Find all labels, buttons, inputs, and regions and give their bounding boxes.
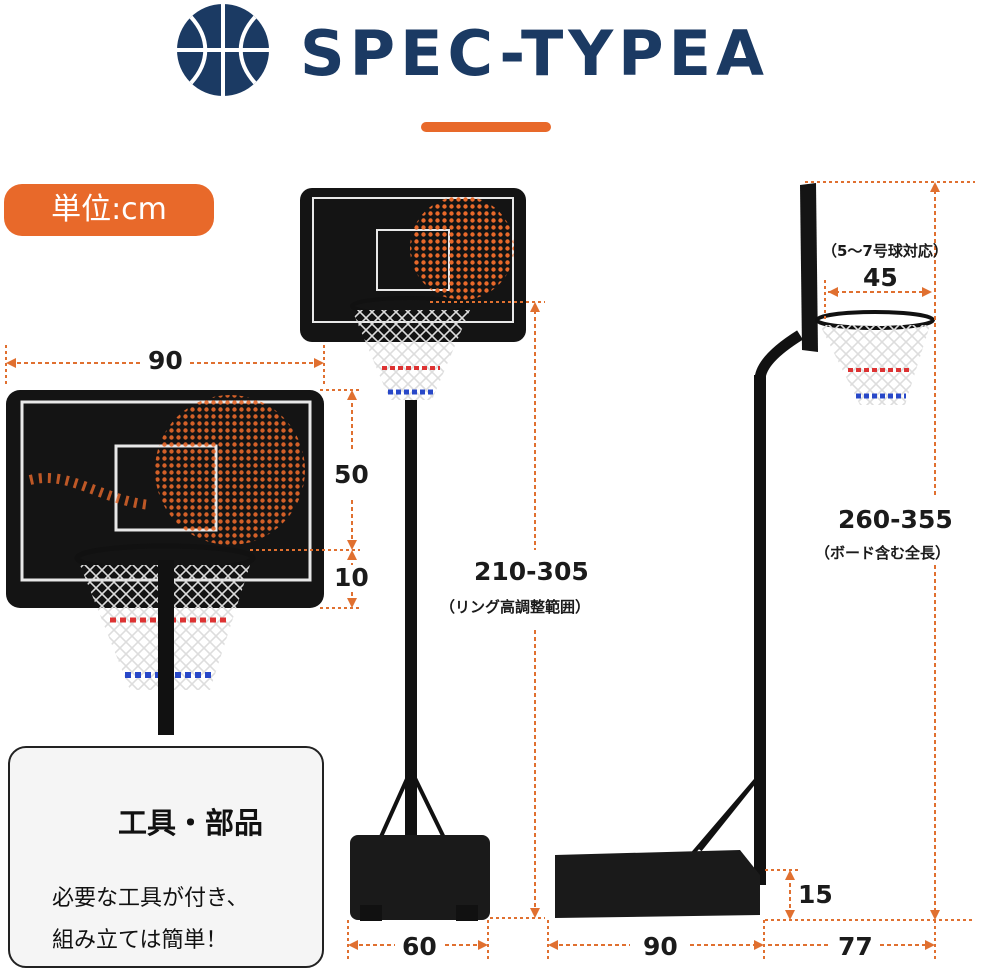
- tools-info-box: [8, 746, 324, 968]
- reach-depth-label: 77: [838, 932, 873, 961]
- board-closeup: [6, 390, 324, 735]
- ball-size-note: （5～7号球対応）: [822, 242, 948, 260]
- total-height-note: （ボード含む全長）: [815, 544, 951, 562]
- tools-title: 工具・部品: [118, 806, 264, 840]
- rim-height-note: （リング高調整範囲）: [440, 598, 591, 616]
- basketball-icon: [177, 4, 269, 96]
- tools-description-line1: 必要な工具が付き、: [52, 886, 249, 911]
- page-title: SPEC-TYPEA: [300, 17, 769, 90]
- base-height-label: 15: [798, 880, 833, 909]
- board-height-label: 50: [334, 460, 369, 489]
- base-width-label: 60: [402, 932, 437, 961]
- tools-description-line2: 組み立ては簡単！: [52, 928, 228, 953]
- base-depth-label: 90: [643, 932, 678, 961]
- title-underline: [421, 122, 551, 132]
- rim-offset-label: 45: [863, 263, 898, 292]
- unit-badge: 単位:cm: [4, 184, 214, 236]
- hoop-side-view: [555, 183, 935, 918]
- hoop-front-view: [300, 188, 526, 921]
- rim-height-label: 210-305: [474, 557, 589, 586]
- dimension-lines: [5, 181, 975, 960]
- board-width-label: 90: [148, 346, 183, 375]
- rim-below-board-label: 10: [334, 563, 369, 592]
- total-height-label: 260-355: [838, 505, 953, 534]
